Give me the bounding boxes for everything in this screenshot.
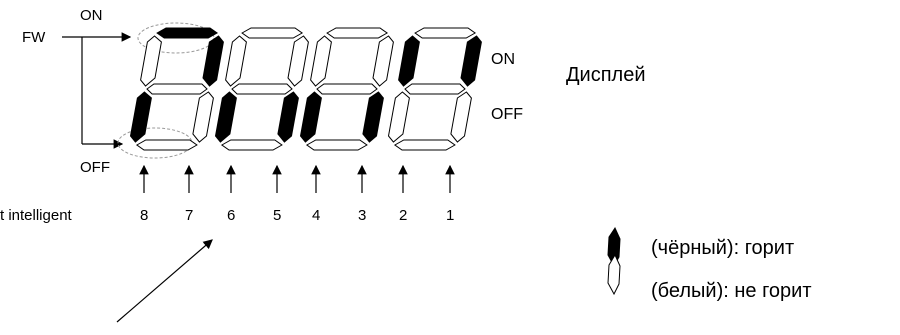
legend-unlit-text: (белый): не горит [651,280,812,302]
fw-arrow-bracket [62,32,132,149]
digit-number-3: 3 [358,207,367,224]
segment-f [140,35,162,87]
digit-number-2: 2 [399,207,408,224]
digit-number-7: 7 [185,207,194,224]
segment-c [362,91,384,143]
segment-b [460,35,482,87]
display-title: Дисплей [566,64,646,86]
digit-arrows [139,164,455,193]
legend-hollow-segment-icon [607,253,621,296]
digit-number-6: 6 [227,207,236,224]
segment-g [231,83,293,95]
segment-a [326,27,389,39]
partial-caption: t intelligent [0,207,72,224]
off-label-right: OFF [491,106,523,123]
segment-d [135,139,198,151]
segment-b [372,35,394,87]
segment-e [299,91,322,143]
segment-f [225,35,247,87]
segment-e [214,91,237,143]
seven-segment-digit [387,27,482,151]
segment-d [393,139,456,151]
segment-a [156,27,219,39]
segment-g [146,83,208,95]
segment-d [220,139,283,151]
fw-label: FW [22,29,46,46]
dashed-circle-top [137,22,215,54]
segment-b [287,35,309,87]
seven-segment-digit [299,27,394,151]
segment-e [387,91,410,143]
digit-number-5: 5 [273,207,282,224]
segment-g [316,83,378,95]
digit-group [129,27,482,151]
legend-lit-text: (чёрный): горит [651,237,795,259]
segment-a [241,27,304,39]
segment-c [277,91,299,143]
segment-e [129,91,152,143]
segment-g [404,83,466,95]
on-label-right: ON [491,51,515,68]
segment-a [414,27,477,39]
on-label-top: ON [80,7,103,24]
segment-f [310,35,332,87]
segment-b [202,35,224,87]
legend-filled-segment-icon [607,226,621,268]
seven-segment-digit [214,27,309,151]
digit-number-8: 8 [140,207,149,224]
seven-segment-digit [129,27,224,151]
segment-c [450,91,472,143]
digit-number-4: 4 [312,207,321,224]
segment-d [305,139,368,151]
off-label-bottom: OFF [80,159,110,176]
segment-c [192,91,214,143]
digit-number-1: 1 [446,207,455,224]
segment-f [398,35,420,87]
pointer-arrow [116,239,213,323]
